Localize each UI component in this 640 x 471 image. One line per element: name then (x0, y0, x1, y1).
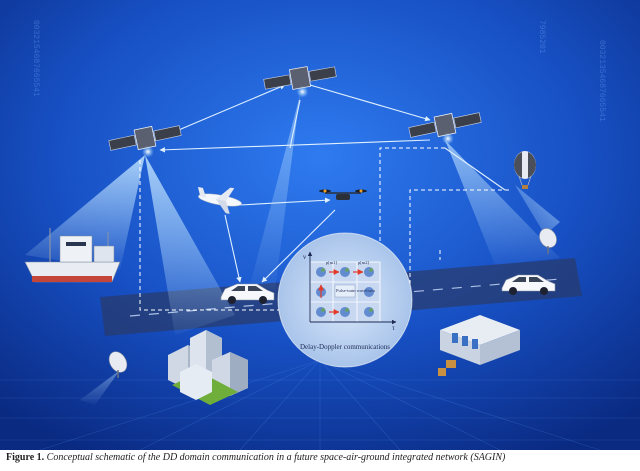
sagin-illustration: 0032154687665541 00321354687665541 79852… (0, 0, 640, 450)
center-label: Pulse-train waveform (336, 288, 375, 293)
satellite-dish-left (108, 351, 128, 378)
top-digits: 7985201 (537, 20, 546, 54)
satellite-left (108, 125, 182, 158)
figure-caption: Figure 1. Conceptual schematic of the DD… (6, 452, 636, 471)
satellite-top (263, 66, 337, 98)
dd-title: Delay-Doppler communications (300, 343, 390, 351)
satellite-beams (25, 95, 560, 405)
airplane-icon (197, 186, 242, 214)
car-left-icon (220, 283, 275, 304)
side-digits-right: 00321354687665541 (597, 40, 606, 122)
axis-nu-label: ν (303, 253, 306, 261)
grid-floor (0, 359, 640, 450)
dashed-connectors (139, 147, 510, 311)
balloon-icon (514, 151, 536, 189)
city-buildings-icon (168, 330, 248, 405)
cell-label-1: p[m1] (326, 260, 337, 265)
satellite-right (408, 112, 482, 145)
warehouse-icon (438, 315, 520, 376)
drone-icon (319, 189, 367, 200)
delay-doppler-panel: ν τ p[m1] p[m2] Pulse-train waveform Del… (277, 232, 413, 368)
car-right-icon (501, 274, 556, 295)
axis-tau-label: τ (392, 324, 395, 332)
cell-label-2: p[m2] (358, 260, 369, 265)
satellite-dish-right (539, 228, 557, 254)
caption-prefix: Figure 1. (6, 452, 45, 463)
caption-text: Conceptual schematic of the DD domain co… (44, 452, 506, 463)
side-digits-left: 0032154687665541 (31, 20, 40, 97)
ship-icon (24, 228, 121, 283)
